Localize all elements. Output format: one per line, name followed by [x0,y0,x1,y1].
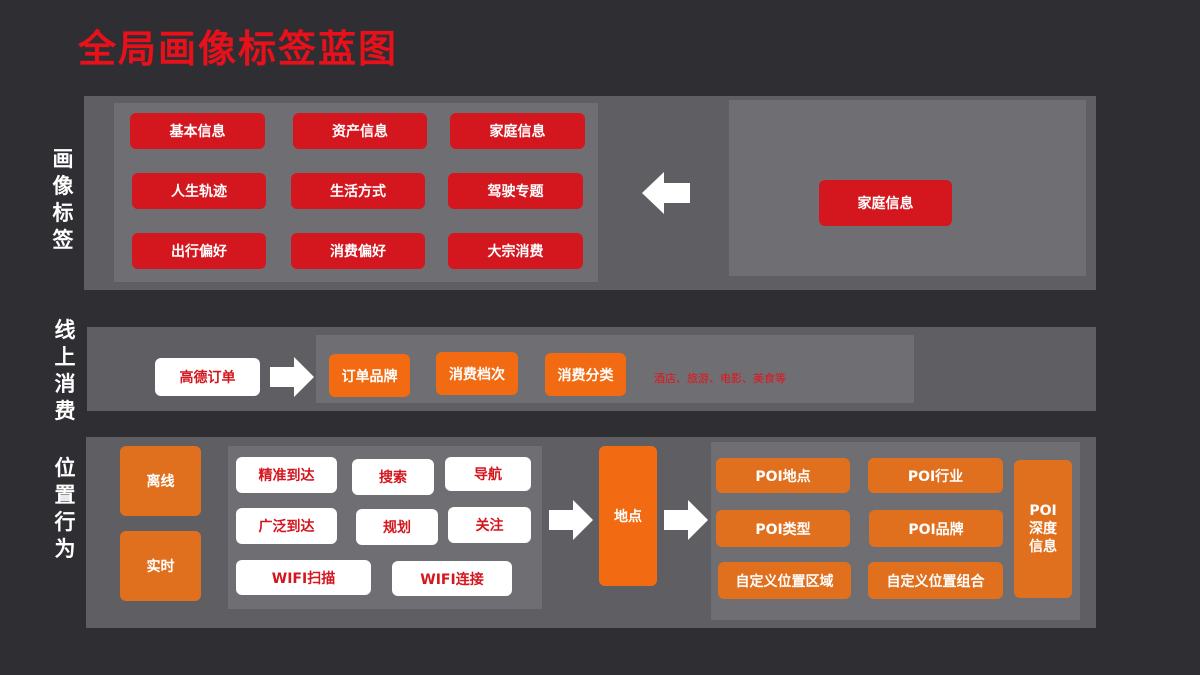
location-behavior-tag: 导航 [445,457,531,491]
label-char: 标 [52,201,74,225]
label-char: 像 [52,174,74,198]
online-tag: 订单品牌 [329,354,410,397]
online-tag: 消费分类 [545,353,626,396]
poi-tag: 自定义位置区域 [718,562,851,599]
section-label-online: 线 上 消 费 [50,317,80,425]
label-char: 签 [52,228,74,252]
location-behavior-tag: 精准到达 [236,457,337,493]
label-char: 费 [54,399,76,423]
label-char: 行 [54,510,76,534]
poi-tag: POI品牌 [869,510,1003,547]
profile-tag: 基本信息 [130,113,265,149]
location-behavior-tag: WIFI扫描 [236,560,371,595]
profile-tag: 生活方式 [291,173,425,209]
location-mode-tag: 实时 [120,531,201,601]
arrow-left-icon [642,172,690,214]
section-label-profile: 画 像 标 签 [48,146,78,254]
location-behavior-tag: 规划 [356,509,438,545]
page-title: 全局画像标签蓝图 [78,27,399,71]
profile-tag: 家庭信息 [450,113,585,149]
location-behavior-tag: 广泛到达 [236,508,337,544]
poi-tag: POI行业 [868,458,1003,493]
online-tag: 消费档次 [436,352,518,395]
location-mode-tag: 离线 [120,446,201,516]
label-char: 位 [54,456,76,480]
poi-tag: POI地点 [716,458,850,493]
arrow-right-icon [549,500,593,540]
location-place-tag: 地点 [599,446,657,586]
profile-tag: 资产信息 [293,113,427,149]
profile-target-tag: 家庭信息 [819,180,952,226]
profile-tag: 出行偏好 [132,233,266,269]
poi-tag: 自定义位置组合 [868,562,1003,599]
section-label-location: 位 置 行 为 [50,455,80,563]
location-behavior-tag: 搜索 [352,459,434,495]
label-char: 消 [54,372,76,396]
online-note: 酒店、旅游、电影、美食等 [654,372,786,385]
poi-depth-tag: POI 深度 信息 [1014,460,1072,598]
label-char: 画 [52,147,74,171]
label-char: 上 [54,345,76,369]
profile-tag: 消费偏好 [291,233,425,269]
location-behavior-tag: 关注 [448,507,531,543]
online-source-tag: 高德订单 [155,358,260,396]
profile-tag: 人生轨迹 [132,173,266,209]
profile-tag: 大宗消费 [448,233,583,269]
arrow-right-icon [270,357,314,397]
label-char: 为 [54,537,76,561]
profile-tag: 驾驶专题 [448,173,583,209]
location-behavior-tag: WIFI连接 [392,561,512,596]
label-char: 置 [54,483,76,507]
label-char: 线 [54,318,76,342]
poi-tag: POI类型 [716,510,850,547]
arrow-right-icon [664,500,708,540]
